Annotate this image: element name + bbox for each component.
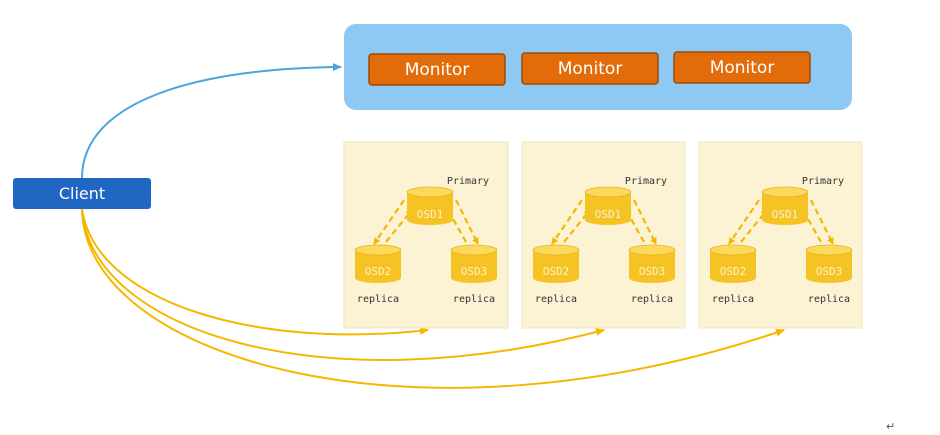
replication-arrow: [810, 199, 834, 245]
return-mark: ↵: [886, 420, 895, 433]
client-osd-link: [81, 208, 429, 336]
replication-arrow: [455, 199, 479, 245]
osd-label: OSD2: [543, 265, 570, 278]
osd-node: OSD3 replica: [805, 244, 853, 305]
client-osd-link: [81, 208, 785, 389]
replica-label: replica: [535, 294, 577, 305]
monitor-label: Monitor: [558, 59, 623, 79]
monitor-box: Monitor: [673, 51, 811, 84]
replication-arrow: [633, 199, 657, 245]
primary-label: Primary: [447, 176, 489, 187]
osd-pools: PrimaryOSD1OSD2replicaOSD3replicaPrimary…: [343, 141, 863, 329]
osd-node: OSD3 replica: [628, 244, 676, 305]
pool-background: [698, 141, 863, 329]
osd-node: OSD3 replica: [450, 244, 498, 305]
monitor-label: Monitor: [405, 60, 470, 80]
osd-label: OSD3: [461, 265, 488, 278]
monitor-box: Monitor: [521, 52, 659, 85]
client-node: Client: [13, 178, 151, 209]
osd-label: OSD1: [772, 208, 799, 221]
monitor-label: Monitor: [710, 58, 775, 78]
client-label: Client: [59, 184, 105, 203]
primary-label: Primary: [802, 176, 844, 187]
client-monitor-link: [81, 63, 342, 179]
replica-label: replica: [453, 294, 495, 305]
pool-background: [343, 141, 509, 329]
osd-node: OSD1: [584, 186, 632, 225]
osd-node: OSD2 replica: [354, 244, 402, 305]
osd-label: OSD1: [595, 208, 622, 221]
osd-node: OSD1: [761, 186, 809, 225]
osd-label: OSD1: [417, 208, 444, 221]
pool-background: [521, 141, 686, 329]
replication-arrow: [728, 199, 760, 245]
replication-arrow: [373, 199, 405, 245]
replica-label: replica: [357, 294, 399, 305]
osd-node: OSD1: [406, 186, 454, 225]
client-osd-link: [81, 208, 605, 361]
replica-label: replica: [631, 294, 673, 305]
osd-label: OSD3: [816, 265, 843, 278]
osd-label: OSD2: [720, 265, 747, 278]
replica-label: replica: [712, 294, 754, 305]
replication-arrow: [551, 199, 583, 245]
replica-label: replica: [808, 294, 850, 305]
osd-node: OSD2 replica: [709, 244, 757, 305]
osd-label: OSD2: [365, 265, 392, 278]
primary-label: Primary: [625, 176, 667, 187]
osd-node: OSD2 replica: [532, 244, 580, 305]
monitor-box: Monitor: [368, 53, 506, 86]
osd-label: OSD3: [639, 265, 666, 278]
